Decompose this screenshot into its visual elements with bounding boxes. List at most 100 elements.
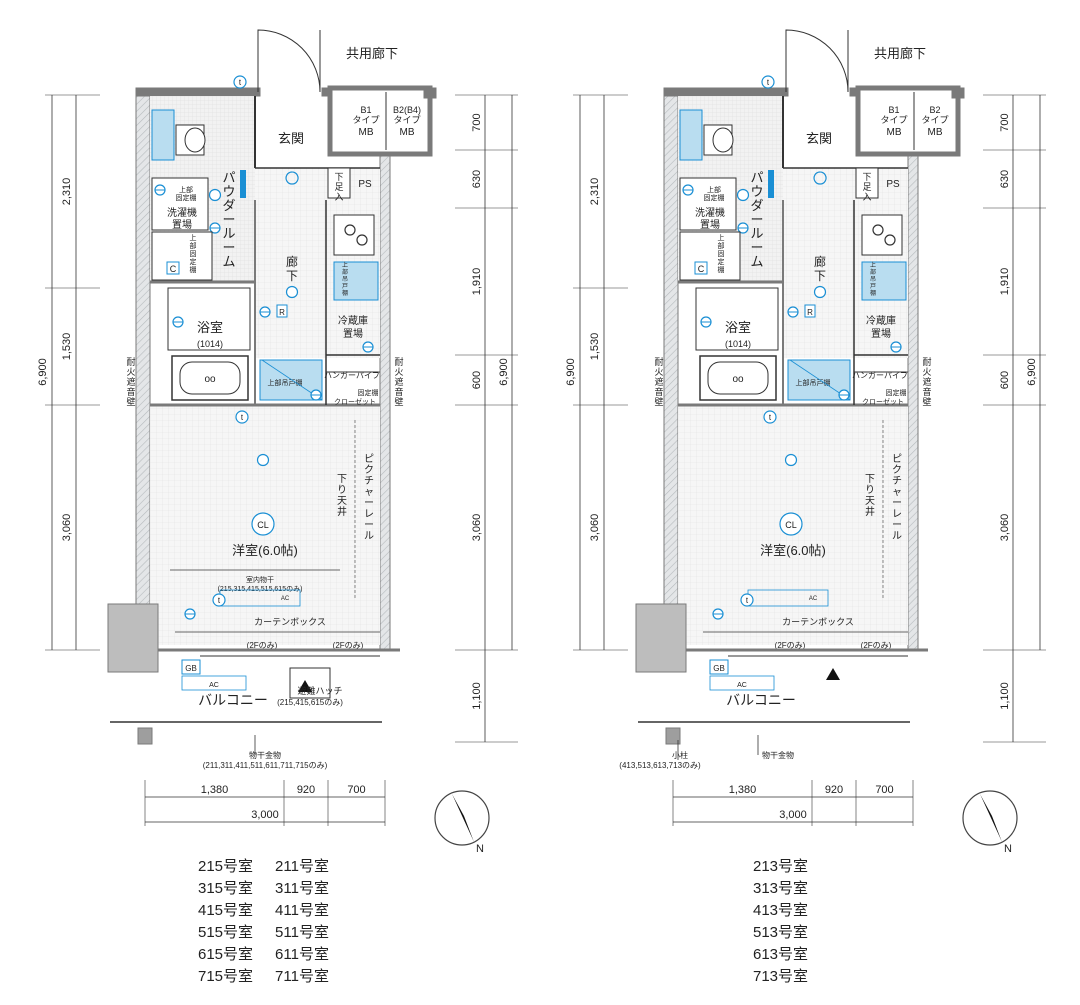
lowered-ceiling-label-char: 下 (865, 474, 875, 485)
stove-burner (344, 224, 356, 236)
hall-label: 廊下 (286, 254, 298, 283)
fire-wall-right-label-char: 耐 (922, 356, 931, 367)
fire-wall-left-label-char: 音 (654, 386, 663, 397)
ventilation-icon-letter: t (241, 413, 244, 422)
bathtub-inner (707, 361, 769, 395)
ventilation-icon-body (233, 75, 247, 89)
washer-shelf-label-line: 上部 (179, 185, 193, 194)
mb-label: MB (887, 127, 902, 138)
dim-bottom-value: 1,380 (729, 784, 757, 796)
upper-cabinet-kitchen-label-char: 戸 (870, 283, 876, 290)
hall-r-box (276, 304, 288, 318)
washer-label-line: 置場 (172, 218, 192, 231)
powder-label-char: ダ (222, 198, 235, 213)
upper-cabinet-kitchen-label: 上部吊戸棚 (342, 261, 348, 297)
closet-label: クローゼット (334, 397, 376, 406)
ventilation-icon: t (763, 410, 777, 424)
shoe-storage-label-char: 足 (862, 182, 871, 192)
western-room-label: 洋室(6.0帖) (760, 543, 826, 558)
mb-sub-label: タイプ (880, 115, 907, 125)
closet-shelf-label: 固定棚 (886, 388, 907, 397)
vanity-shelf-label-char: 棚 (190, 265, 197, 274)
dim-right-value: 3,060 (471, 514, 483, 542)
dim-right-total-value: 6,900 (1026, 358, 1038, 386)
curtain-box-label: カーテンボックス (254, 617, 326, 627)
washer-shelf-label-line: 固定棚 (176, 193, 197, 202)
outlet-icon (787, 306, 799, 318)
mb-label: MB (400, 127, 415, 138)
dim-left-value: 2,310 (61, 178, 73, 206)
hanger-pipe-label: ハンガーパイプ (324, 370, 380, 380)
shoe-storage-label-char: 入 (862, 192, 871, 202)
upper-cabinet-kitchen (861, 261, 907, 301)
washer-label-line: 洗濯機 (695, 206, 725, 219)
balcony-label: バルコニー (726, 692, 796, 708)
washer-shelf-label-line: 固定棚 (704, 193, 725, 202)
only-2f-left-label: (2Fのみ) (247, 641, 278, 650)
shoe-storage (327, 167, 351, 199)
unit-number: 411号室 (275, 902, 329, 919)
ac-indoor-label: AC (809, 596, 818, 602)
picture-rail-label-char: ピ (892, 453, 902, 465)
dim-right-value: 630 (999, 170, 1011, 188)
unit-number: 311号室 (275, 880, 329, 897)
evacuation-hatch (289, 667, 331, 699)
vanity-shelf-label-char: 部 (718, 241, 725, 250)
vanity-shelf-label-char: 固 (190, 250, 197, 258)
upper-cabinet-kitchen-label-char: 上 (870, 261, 876, 269)
fire-wall-right (907, 149, 919, 651)
upper-cabinet-kitchen-label-char: 棚 (870, 289, 876, 297)
powder-label-char: ダ (750, 198, 763, 213)
mb-type-label: B1 (888, 105, 899, 115)
balcony-post (665, 727, 681, 745)
lighting-fixture-icon (208, 188, 222, 202)
washer-label-line: 置場 (700, 218, 720, 231)
vanity-shelf-label-char: 上 (718, 233, 725, 242)
outlet-icon (184, 608, 196, 620)
lowered-ceiling-label-char: 天 (337, 496, 347, 507)
fire-wall-right-label-char: 壁 (922, 396, 931, 407)
vanity-c-box (694, 261, 708, 275)
dim-right-value: 600 (471, 371, 483, 389)
dim-bottom-value: 1,380 (201, 784, 229, 796)
lowered-ceiling-label-char: 下 (337, 474, 347, 485)
kitchen-stove (333, 214, 375, 256)
unit-number: 315号室 (198, 880, 254, 897)
upper-cabinet-kitchen-label-char: 戸 (342, 283, 348, 290)
dim-right-value: 600 (999, 371, 1011, 389)
fire-wall-left-label-char: 火 (654, 367, 663, 377)
upper-cabinet-toilet (679, 109, 703, 161)
powder-label-char: ー (222, 212, 235, 227)
powder-label-char: ム (750, 254, 763, 269)
picture-rail-label-char: ー (364, 498, 374, 509)
shoe-storage-label: 下足入 (862, 172, 871, 202)
hall-label: 廊下 (814, 254, 826, 283)
small-pillar-note: (413,513,613,713のみ) (619, 761, 701, 770)
ventilation-icon: t (235, 410, 249, 424)
lowered-ceiling-label-char: 天 (865, 496, 875, 507)
dim-right-value: 1,100 (471, 682, 483, 710)
bath-drain-icon: oo (204, 374, 216, 385)
dim-right-value: 700 (999, 113, 1011, 131)
fire-wall-left-label-char: 耐 (126, 356, 135, 367)
entrance-door-swing (257, 29, 321, 93)
outlet-icon (154, 184, 166, 196)
closet-shelf-label: 固定棚 (358, 388, 379, 397)
upper-cabinet-kitchen-label: 上部吊戸棚 (870, 261, 876, 297)
powder-label-char: ル (222, 226, 235, 241)
mb-corner (951, 87, 965, 99)
washer-label-line: 洗濯機 (167, 206, 197, 219)
shoe-storage-label-char: 入 (334, 192, 343, 202)
